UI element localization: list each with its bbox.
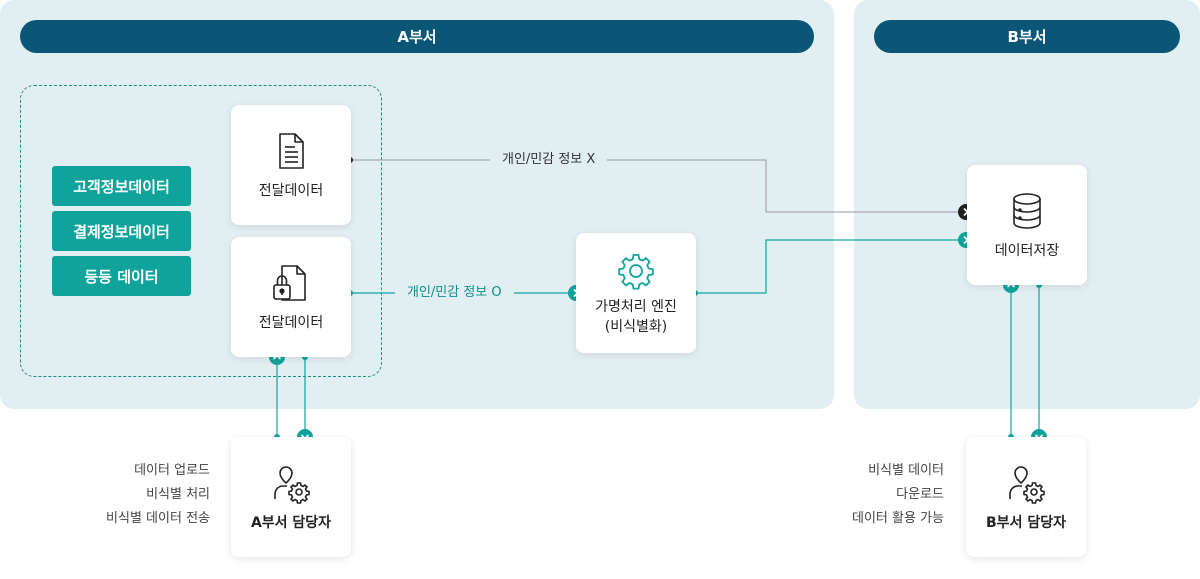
engine-label-line1: 가명처리 엔진 bbox=[595, 299, 677, 315]
dept-b-title: B부서 bbox=[1007, 28, 1047, 46]
manager-b-note: 비식별 데이터 bbox=[868, 463, 944, 478]
storage-label: 데이터저장 bbox=[994, 243, 1060, 259]
manager-a-note: 데이터 업로드 bbox=[134, 463, 210, 478]
manager-a-card: A부서 담당자 bbox=[231, 437, 351, 557]
manager-b-label: B부서 담당자 bbox=[986, 515, 1066, 531]
data-tag-etc: 등등 데이터 bbox=[52, 256, 191, 296]
data-group-box bbox=[20, 85, 382, 377]
manager-b-card: B부서 담당자 bbox=[966, 437, 1086, 557]
data-tag-payment: 결제정보데이터 bbox=[52, 211, 191, 251]
transfer-data-card-top: 전달데이터 bbox=[231, 105, 351, 225]
gear-icon bbox=[614, 249, 658, 293]
user-gear-icon bbox=[269, 461, 313, 505]
manager-a-label: A부서 담당자 bbox=[250, 515, 332, 531]
data-tag-customer: 고객정보데이터 bbox=[52, 166, 191, 206]
dept-a-title: A부서 bbox=[397, 28, 437, 46]
manager-a-note: 비식별 데이터 전송 bbox=[106, 511, 210, 526]
data-storage-card: 데이터저장 bbox=[967, 165, 1087, 285]
dept-a-header: A부서 bbox=[20, 20, 814, 53]
manager-a-notes: 데이터 업로드 비식별 처리 비식별 데이터 전송 bbox=[106, 459, 210, 531]
user-gear-icon bbox=[1004, 461, 1048, 505]
database-icon bbox=[1005, 189, 1049, 233]
manager-b-note: 데이터 활용 가능 bbox=[852, 511, 944, 526]
connector-no-personal bbox=[350, 159, 958, 213]
dept-b-header: B부서 bbox=[874, 20, 1180, 53]
pseudonymization-engine-card: 가명처리 엔진 (비식별화) bbox=[576, 233, 696, 353]
label-with-personal: 개인/민감 정보 O bbox=[395, 284, 514, 302]
manager-b-note: 다운로드 bbox=[896, 487, 944, 502]
transfer-data-label-bottom: 전달데이터 bbox=[258, 315, 324, 331]
transfer-data-label-top: 전달데이터 bbox=[258, 183, 324, 199]
transfer-data-card-bottom: 전달데이터 bbox=[231, 237, 351, 357]
connector-engine-storage bbox=[695, 239, 958, 294]
manager-a-note: 비식별 처리 bbox=[146, 487, 210, 502]
locked-document-icon bbox=[269, 261, 313, 305]
document-icon bbox=[269, 129, 313, 173]
engine-label-line2: (비식별화) bbox=[604, 319, 668, 335]
label-no-personal: 개인/민감 정보 X bbox=[490, 151, 608, 169]
manager-b-notes: 비식별 데이터 다운로드 데이터 활용 가능 bbox=[852, 459, 944, 531]
